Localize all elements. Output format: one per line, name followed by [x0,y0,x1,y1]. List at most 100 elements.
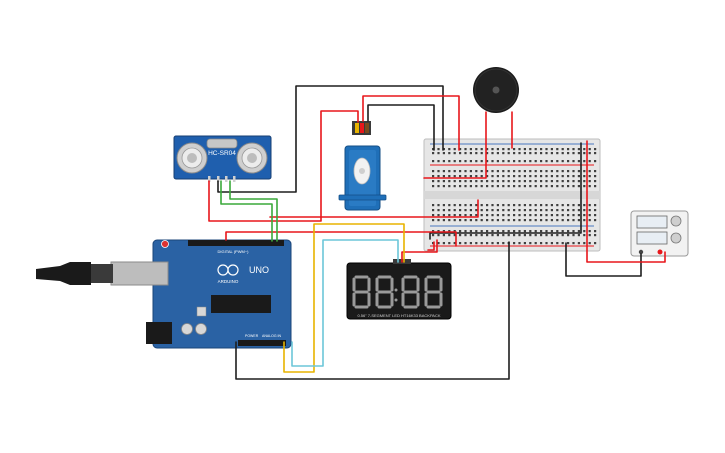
breadboard-hole [534,148,537,151]
wire-green[interactable] [220,180,273,242]
sensor-pin[interactable] [225,176,228,182]
wire-black[interactable] [367,104,435,151]
display-label: 0.56" 7-SEGMENT LED HT16K33 BACKPACK [357,313,440,318]
breadboard-hole [442,185,445,188]
sensor-pin[interactable] [217,176,220,182]
psu-knob[interactable] [670,232,682,244]
breadboard-hole [588,152,591,155]
breadboard-hole [496,204,499,207]
wire-black[interactable] [235,241,510,380]
breadboard-hole [464,209,467,212]
breadboard-hole [491,175,494,178]
breadboard-hole [540,242,543,245]
wire-red[interactable] [586,140,666,263]
wire-red[interactable] [401,239,438,263]
servo-motor[interactable] [338,121,387,211]
breadboard-hole [534,209,537,212]
breadboard-hole [437,170,440,173]
wire-red[interactable] [208,110,359,222]
breadboard-hole [459,180,462,183]
breadboard-hole [540,180,543,183]
seven-segment-display[interactable]: 0.56" 7-SEGMENT LED HT16K33 BACKPACK [346,259,452,320]
wire-green[interactable] [229,180,278,242]
breadboard[interactable] [423,138,601,252]
breadboard-hole [572,148,575,151]
wire-cyan[interactable] [291,239,399,367]
breadboard-hole [529,160,532,163]
breadboard-hole [594,214,597,217]
breadboard-hole [540,230,543,233]
breadboard-hole [534,219,537,222]
display-digits [352,275,443,309]
breadboard-hole [432,180,435,183]
power-label: POWER [245,334,259,338]
breadboard-hole [480,160,483,163]
wire-red[interactable] [362,95,460,151]
breadboard-hole [577,242,580,245]
breadboard-hole [507,219,510,222]
breadboard-hole [448,234,451,237]
wire-yellow[interactable] [283,223,405,373]
breadboard-hole [550,148,553,151]
sensor-pin[interactable] [208,176,211,182]
dc-jack[interactable] [146,322,172,344]
wire-red[interactable] [269,199,479,218]
breadboard-hole [588,219,591,222]
breadboard-hole [523,160,526,163]
breadboard-hole [507,204,510,207]
breadboard-hole [486,180,489,183]
breadboard-hole [588,204,591,207]
breadboard-hole [453,204,456,207]
breadboard-hole [437,234,440,237]
breadboard-hole [459,148,462,151]
breadboard-hole [469,230,472,233]
capacitor [181,323,193,335]
breadboard-hole [437,230,440,233]
breadboard-hole [572,175,575,178]
breadboard-hole [491,180,494,183]
piezo-buzzer[interactable] [473,67,519,113]
wire-red[interactable] [427,241,435,251]
breadboard-hole [442,160,445,163]
usb-cable [36,262,91,285]
reset-button[interactable] [161,240,169,248]
breadboard-hole [448,209,451,212]
wire-red[interactable] [225,231,457,247]
sensor-pin[interactable] [233,176,236,182]
breadboard-hole [561,214,564,217]
wire-black[interactable] [565,242,642,277]
breadboard-hole [507,160,510,163]
ultrasonic-sensor[interactable]: HC-SR04 [173,135,272,182]
breadboard-hole [577,148,580,151]
breadboard-hole [513,148,516,151]
breadboard-hole [486,175,489,178]
breadboard-hole [480,180,483,183]
breadboard-hole [437,242,440,245]
breadboard-hole [556,175,559,178]
breadboard-hole [572,230,575,233]
breadboard-hole [442,204,445,207]
breadboard-hole [469,180,472,183]
breadboard-hole [540,152,543,155]
breadboard-hole [475,160,478,163]
breadboard-hole [469,234,472,237]
breadboard-hole [556,160,559,163]
wire-red[interactable] [423,111,487,179]
wire-black[interactable] [429,142,582,240]
breadboard-hole [523,214,526,217]
psu-knob[interactable] [670,215,682,227]
digital-header[interactable] [188,240,284,246]
breadboard-hole [518,148,521,151]
breadboard-hole [545,209,548,212]
breadboard-hole [545,170,548,173]
breadboard-hole [529,175,532,178]
arduino-uno[interactable]: DIGITAL (PWM~) UNO ARDUINO POWER ANALOG … [36,239,292,349]
breadboard-hole [540,219,543,222]
power-supply[interactable] [630,210,689,257]
usb-port[interactable] [110,261,169,286]
power-analog-header[interactable] [238,340,286,346]
breadboard-hole [453,175,456,178]
breadboard-hole [459,209,462,212]
breadboard-hole [442,148,445,151]
breadboard-hole [480,170,483,173]
